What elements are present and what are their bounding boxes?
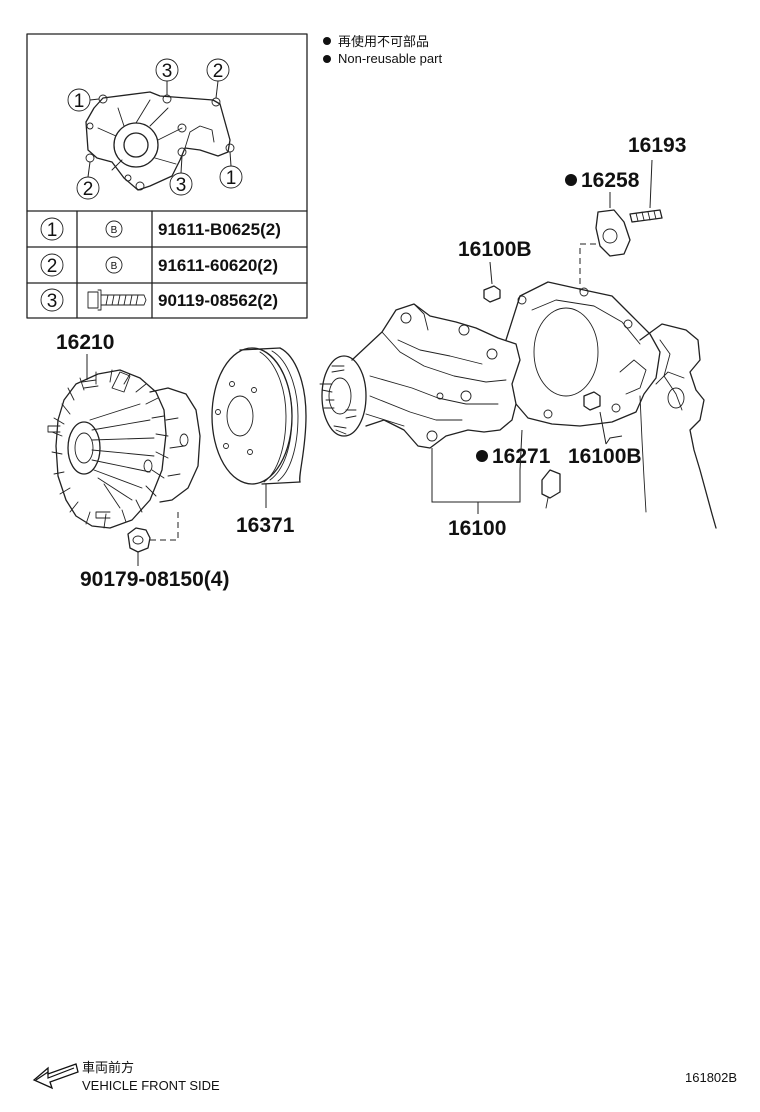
svg-text:1: 1 [226, 168, 237, 189]
label-16271: 16271 [492, 445, 551, 468]
label-16100B-top: 16100B [458, 238, 532, 261]
svg-text:2: 2 [47, 256, 58, 277]
front-direction-ja: 車両前方 [82, 1060, 134, 1075]
label-16371: 16371 [236, 514, 295, 537]
label-16258: 16258 [581, 169, 640, 192]
flange-bolt-icon [87, 289, 147, 311]
legend: 再使用不可部品 Non-reusable part [323, 34, 442, 66]
dowel-pin-top [483, 285, 501, 303]
non-reusable-mark-16258 [565, 174, 577, 186]
vehicle-front-arrow-icon [32, 1063, 79, 1090]
label-16100: 16100 [448, 517, 506, 540]
gasket-16258 [595, 209, 631, 257]
svg-text:90119-08562(2): 90119-08562(2) [158, 291, 278, 310]
svg-text:91611-60620(2): 91611-60620(2) [158, 256, 278, 275]
svg-text:3: 3 [47, 291, 58, 312]
svg-text:2: 2 [83, 179, 94, 200]
inset-panel: 1 3 2 2 3 1 1 [26, 33, 308, 319]
non-reusable-mark-16271 [476, 450, 488, 462]
inset-pump-outline [85, 91, 235, 191]
flange-nut-90179 [127, 527, 151, 553]
stud-bolt-16193 [629, 209, 663, 223]
svg-text:B: B [111, 261, 118, 272]
water-pump-16100 [319, 281, 717, 529]
svg-text:Non-reusable part: Non-reusable part [338, 51, 442, 66]
inset-table-row-3: 3 90119-08562(2) [40, 288, 278, 312]
inset-callout-1a: 1 [67, 88, 100, 112]
inset-callout-2b: 2 [76, 161, 100, 200]
svg-text:再使用不可部品: 再使用不可部品 [338, 34, 429, 49]
svg-text:91611-B0625(2): 91611-B0625(2) [158, 220, 281, 239]
svg-text:1: 1 [74, 91, 85, 112]
inset-callout-3b: 3 [169, 155, 193, 196]
inset-table-row-1: 1 B 91611-B0625(2) [40, 217, 281, 241]
label-16193: 16193 [628, 134, 686, 157]
label-16100B-bottom: 16100B [568, 445, 642, 468]
label-90179: 90179-08150(4) [80, 568, 229, 591]
dowel-pin-bottom [583, 391, 601, 411]
inset-callout-1b: 1 [219, 151, 243, 189]
svg-text:3: 3 [176, 175, 187, 196]
inset-table-row-2: 2 B 91611-60620(2) [40, 253, 278, 277]
svg-text:2: 2 [213, 61, 224, 82]
svg-text:3: 3 [162, 61, 173, 82]
label-16210: 16210 [56, 331, 114, 354]
inset-callout-3a: 3 [155, 58, 179, 95]
front-direction-en: VEHICLE FRONT SIDE [82, 1078, 220, 1093]
svg-text:1: 1 [47, 220, 58, 241]
svg-text:B: B [111, 225, 118, 236]
pulley-16371 [211, 347, 307, 485]
figure-id: 161802B [685, 1070, 737, 1085]
fan-clutch-16210 [47, 369, 201, 529]
inset-callout-2a: 2 [206, 58, 230, 99]
